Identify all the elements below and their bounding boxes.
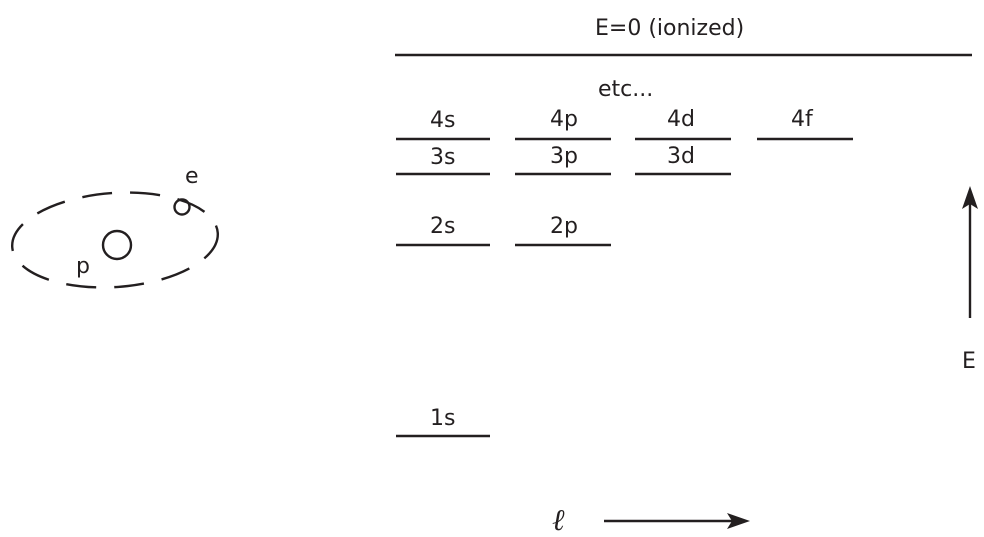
level-label: 1s xyxy=(430,406,455,431)
level-2s: 2s xyxy=(396,214,490,247)
electron-orbit xyxy=(10,191,220,289)
level-4d: 4d xyxy=(635,107,731,141)
level-4p: 4p xyxy=(515,107,611,141)
level-label: 4f xyxy=(791,107,814,132)
energy-axis-label: E xyxy=(962,349,976,374)
level-label: 4p xyxy=(550,107,578,132)
l-arrow-head-icon xyxy=(727,513,750,529)
electron-label: e xyxy=(185,164,199,189)
level-4s: 4s xyxy=(396,108,490,141)
energy-arrow-head-icon xyxy=(962,186,978,209)
level-1s: 1s xyxy=(396,406,490,438)
level-2p: 2p xyxy=(515,214,611,247)
energy-axis: E xyxy=(962,186,978,374)
level-label: 4d xyxy=(667,107,695,132)
l-axis: ℓ xyxy=(552,503,750,537)
level-label: 3s xyxy=(430,145,455,170)
level-label: 2p xyxy=(550,214,578,239)
level-label: 4s xyxy=(430,108,455,133)
level-label: 2s xyxy=(430,214,455,239)
l-axis-label: ℓ xyxy=(552,503,565,537)
level-4f: 4f xyxy=(757,107,853,141)
level-3p: 3p xyxy=(515,144,611,176)
atom-sketch: p e xyxy=(10,164,220,289)
proton-label: p xyxy=(76,254,90,279)
electron-icon xyxy=(173,198,191,216)
proton-icon xyxy=(101,229,133,261)
level-label: 3d xyxy=(667,144,695,169)
level-3d: 3d xyxy=(635,144,731,176)
ionized-label: E=0 (ionized) xyxy=(595,16,744,41)
etc-label: etc... xyxy=(598,77,653,102)
level-3s: 3s xyxy=(396,145,490,176)
level-label: 3p xyxy=(550,144,578,169)
